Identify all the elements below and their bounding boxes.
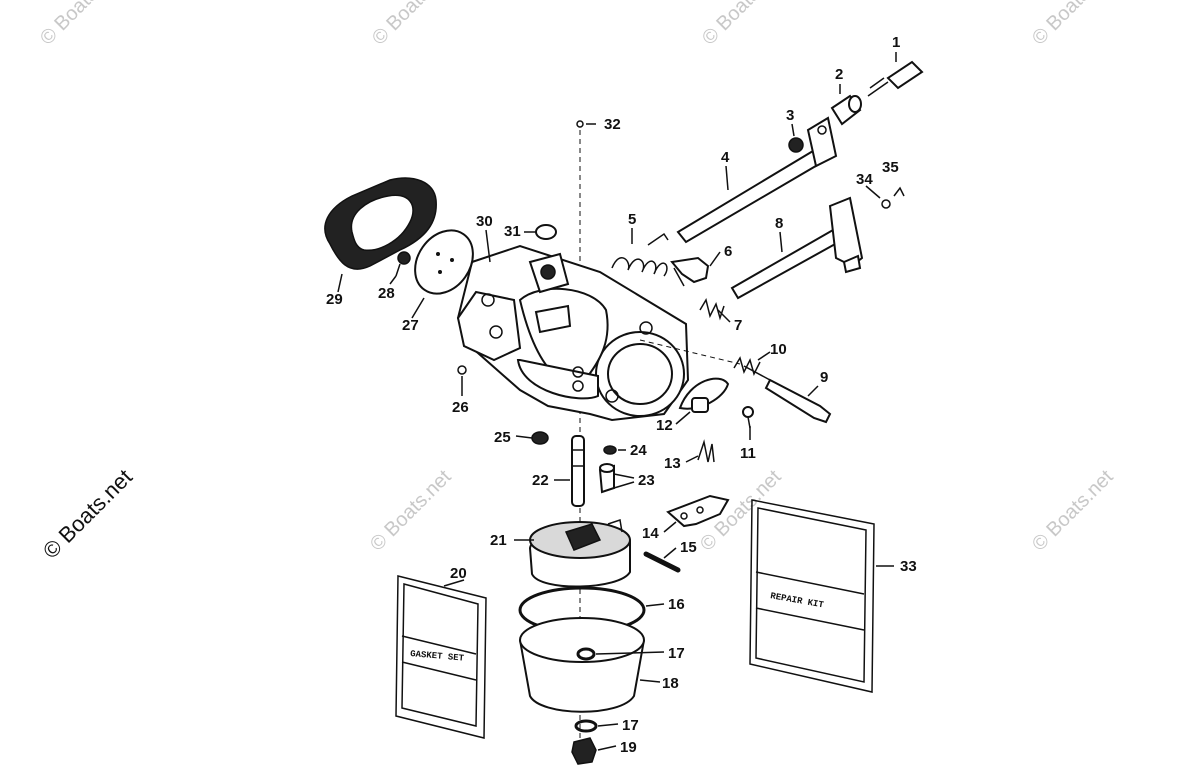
callout-16: 16 [668,596,685,613]
callout-31: 31 [504,223,521,240]
callout-22: 22 [532,472,549,489]
callout-33: 33 [900,558,917,575]
leader-lines [337,52,897,751]
part-35-clip [893,186,905,197]
callout-18: 18 [662,675,679,692]
callout-3: 3 [786,107,794,124]
callout-24: 24 [630,442,647,459]
part-18-float-bowl [519,617,645,713]
callout-35: 35 [882,159,899,176]
callout-12: 12 [656,417,673,434]
part-34-washer [881,199,891,209]
part-8-choke-shaft [730,196,864,300]
part-23-jet [598,463,615,494]
part-14-float-arm [666,494,730,528]
part-17-gasket-lower [574,719,598,733]
part-32-ball [576,120,584,128]
callout-28: 28 [378,285,395,302]
part-33-repair-kit: REPAIR KIT [749,499,875,693]
watermark-mid-3: © Boats.net [1028,466,1118,556]
part-19-drain-plug [571,737,597,765]
part-3-nut [788,137,804,153]
repair-kit-label: REPAIR KIT [769,591,825,610]
watermark-mid-1: © Boats.net [366,466,456,556]
callout-27: 27 [402,317,419,334]
callout-14: 14 [642,525,659,542]
callout-30: 30 [476,213,493,230]
callout-21: 21 [490,532,507,549]
callout-15: 15 [680,539,697,556]
callout-5: 5 [628,211,636,228]
part-17-gasket-upper [576,647,596,661]
callout-1: 1 [892,34,900,51]
callout-19: 19 [620,739,637,756]
part-28-screw [395,251,411,277]
callout-6: 6 [724,243,732,260]
callout-11: 11 [740,445,756,462]
callout-26: 26 [452,399,469,416]
part-25-nut [531,431,549,445]
part-20-gasket-set: GASKET SET [395,575,487,739]
part-27-diaphragm [414,229,474,295]
watermark-top-4: © Boats.net [1028,0,1118,50]
part-22-nozzle [571,435,585,507]
callout-7: 7 [734,317,742,334]
part-1-screw [867,60,924,97]
part-12-choke-plate [678,377,730,413]
part-31-welch-plug [535,224,557,240]
callout-labels: 1 2 3 4 5 6 7 8 9 10 11 12 13 14 15 16 1… [326,34,917,756]
callout-8: 8 [775,215,783,232]
part-10-spring [733,356,761,377]
part-26-spring [457,365,467,375]
part-7-spring [699,298,725,321]
callout-34: 34 [856,171,873,188]
callout-13: 13 [664,455,681,472]
callout-23: 23 [638,472,655,489]
watermark-top-3: © Boats.net [698,0,788,50]
callout-20: 20 [450,565,467,582]
callout-2: 2 [835,66,843,83]
callout-32: 32 [604,116,621,133]
part-13-spring [697,439,715,463]
callout-9: 9 [820,369,828,386]
callout-10: 10 [770,341,787,358]
watermark-left: © Boats.net [38,464,137,563]
part-29-gasket [324,177,437,270]
part-5-spring [611,232,669,277]
callout-25: 25 [494,429,511,446]
part-2-bushing [830,94,862,126]
callout-17-lower: 17 [622,717,639,734]
part-24-washer [603,445,617,455]
part-4-throttle-shaft [676,116,838,244]
watermark-top-2: © Boats.net [368,0,458,50]
callout-17-upper: 17 [668,645,685,662]
part-11-screw [742,406,754,429]
part-30-carburetor-body [456,244,741,422]
watermark-top-1: © Boats.net [36,0,126,50]
part-6-lever [670,256,710,287]
callout-4: 4 [721,149,730,166]
callout-29: 29 [326,291,343,308]
part-9-mixture-screw [743,365,832,424]
part-21-float [528,519,631,588]
gasket-set-label: GASKET SET [410,649,465,664]
part-15-pin [643,551,681,573]
